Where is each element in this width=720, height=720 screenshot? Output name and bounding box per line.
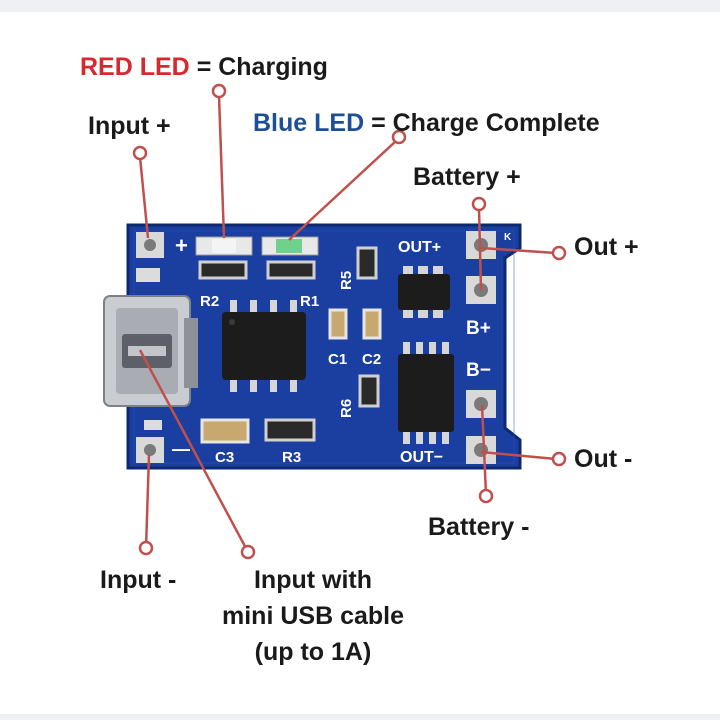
callout-dot-battery-minus (478, 488, 494, 504)
silk-b-plus: B+ (466, 318, 491, 339)
capacitor-c1 (328, 308, 348, 340)
b-minus-pad (466, 390, 496, 418)
protection-ic (398, 266, 450, 318)
bottom-border (0, 714, 720, 720)
blue-led (261, 236, 319, 256)
callout-out-plus (480, 246, 557, 255)
usb-label-line1: Input with (253, 566, 373, 594)
resistor-r3 (264, 418, 316, 442)
charger-ic (222, 300, 306, 392)
micro-usb-connector (103, 295, 198, 407)
silk-plus: + (175, 233, 188, 258)
capacitor-c2 (362, 308, 382, 340)
silk-c2: C2 (362, 351, 381, 368)
battery-minus-label: Battery - (428, 513, 530, 541)
blue-led-value: = Charge Complete (371, 109, 600, 137)
input-minus-label: Input - (100, 566, 177, 594)
silk-r6: R6 (338, 399, 355, 418)
callout-dot-input-minus (138, 540, 154, 556)
mosfet-ic (398, 342, 454, 444)
resistor-r6 (358, 374, 380, 408)
callout-battery-minus (480, 404, 488, 495)
callout-input-plus (138, 156, 150, 239)
usb-label-line3: (up to 1A) (254, 638, 372, 666)
callout-out-minus (480, 450, 557, 461)
silk-c3: C3 (215, 449, 234, 466)
callout-dot-blue-led (391, 129, 407, 145)
silk-r5: R5 (338, 271, 355, 290)
input-plus-pad (136, 232, 164, 258)
out-plus-label: Out + (574, 233, 639, 261)
capacitor-c3 (200, 418, 250, 444)
silk-corner-mark: K (504, 232, 512, 243)
callout-input-minus (144, 454, 151, 549)
red-led-key: RED LED (80, 53, 190, 81)
resistor-r5 (356, 246, 378, 280)
callout-dot-out-minus (551, 451, 567, 467)
callout-battery-plus (477, 207, 483, 291)
usb-label: Input with mini USB cable (up to 1A) (198, 565, 428, 667)
silk-r2: R2 (200, 293, 219, 310)
silk-r3: R3 (282, 449, 301, 466)
out-minus-label: Out - (574, 445, 633, 473)
blue-led-legend: Blue LED = Charge Complete (253, 108, 600, 138)
silk-out-plus: OUT+ (398, 239, 441, 256)
red-led-legend: RED LED = Charging (80, 52, 328, 82)
callouts (138, 95, 557, 553)
callout-dot-red-led (211, 83, 227, 99)
callout-dot-battery-plus (471, 196, 487, 212)
blue-led-key: Blue LED (253, 109, 365, 137)
top-border (0, 0, 720, 12)
silk-out-minus: OUT− (400, 449, 443, 466)
silk-r1: R1 (300, 293, 319, 310)
silk-c1: C1 (328, 351, 347, 368)
usb-label-line2: mini USB cable (222, 602, 404, 630)
resistor-r2 (198, 260, 248, 280)
battery-plus-label: Battery + (413, 163, 521, 191)
red-led-value: = Charging (196, 53, 328, 81)
silk-b-minus: B− (466, 360, 491, 381)
callout-usb (138, 349, 250, 553)
red-led (195, 236, 253, 256)
silk-minus: — (172, 439, 190, 459)
callout-blue-led (288, 140, 397, 241)
callout-red-led (217, 95, 226, 239)
out-minus-pad (466, 436, 496, 464)
callout-dot-out-plus (551, 245, 567, 261)
callout-dot-input-plus (132, 145, 148, 161)
resistor-r1 (266, 260, 316, 280)
callout-dot-usb (240, 544, 256, 560)
input-plus-label: Input + (88, 112, 171, 140)
